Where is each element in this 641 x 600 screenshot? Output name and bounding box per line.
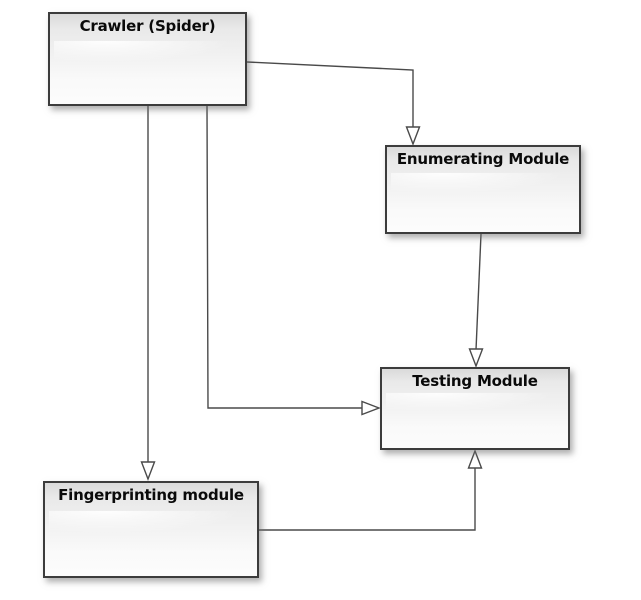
edge-enumerating-to-testing [468, 233, 484, 368]
arrowhead-down-icon [140, 461, 156, 481]
node-fingerprinting-module: Fingerprinting module [43, 481, 259, 578]
edge-crawler-to-enumerating [246, 61, 421, 146]
arrowhead-right-icon [361, 400, 381, 416]
node-label: Enumerating Module [396, 150, 570, 168]
arrowhead-up-icon [467, 449, 483, 469]
edge-fingerprinting-to-testing [258, 449, 483, 531]
node-label: Testing Module [412, 372, 538, 390]
arrowhead-down-icon [468, 348, 484, 368]
arrowhead-down-icon [405, 126, 421, 146]
edge-crawler-to-fingerprinting [140, 106, 156, 481]
node-label: Fingerprinting module [58, 486, 244, 504]
edge-crawler-to-testing [206, 105, 381, 416]
node-crawler-spider: Crawler (Spider) [48, 12, 247, 106]
node-label: Crawler (Spider) [79, 17, 216, 35]
node-enumerating-module: Enumerating Module [385, 145, 581, 234]
node-testing-module: Testing Module [380, 367, 570, 450]
